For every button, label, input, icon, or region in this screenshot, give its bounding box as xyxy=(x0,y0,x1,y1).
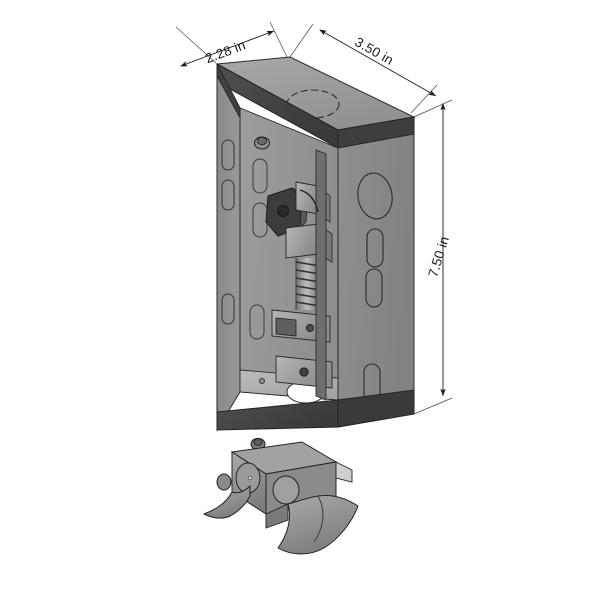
clamp-knob-icon xyxy=(272,475,300,505)
dimension-height-7-50in: 7.50 in xyxy=(413,99,453,415)
terminal-block-1-contact xyxy=(275,317,297,337)
back-wall-slot-1-icon xyxy=(252,158,268,194)
extension-line-depth-right xyxy=(269,21,288,58)
left-wall-slot-2-icon xyxy=(221,179,235,211)
clamp-front-boss-hole-icon xyxy=(247,475,253,481)
extension-line-height-bottom xyxy=(413,397,453,415)
bottom-rim-right-band xyxy=(337,389,415,428)
dimension-line-width xyxy=(319,29,437,97)
support-rail xyxy=(315,149,327,401)
clamp-prong-right-crease xyxy=(313,495,324,543)
clamp-side-pin-icon xyxy=(216,473,232,491)
clamp-prong-right xyxy=(277,495,359,555)
left-wall-slot-1-icon xyxy=(221,139,235,171)
left-wall-top-rim xyxy=(216,63,241,119)
rim-screw-bottom-icon xyxy=(250,437,266,451)
left-wall-slot-3-icon xyxy=(221,293,235,325)
right-face-large-oval-knockout-icon xyxy=(357,172,393,220)
box-bottom-rim-band xyxy=(216,389,415,431)
internal-switch-mechanism xyxy=(265,149,333,401)
switch-pivot-icon xyxy=(277,205,289,217)
actuator-bracket-upper xyxy=(295,181,319,215)
dimension-line-depth xyxy=(180,30,275,67)
left-wall-surface xyxy=(216,63,241,432)
right-face-surface xyxy=(337,116,415,428)
wire-lead xyxy=(299,189,319,213)
rim-screw-top-icon xyxy=(254,136,270,150)
top-rim-right-band xyxy=(337,116,415,149)
clamp-prong-left xyxy=(202,484,251,519)
clamp-web xyxy=(265,503,289,529)
clamp-right-tab xyxy=(335,461,353,483)
box-right-face xyxy=(337,116,415,428)
plunger-block xyxy=(285,223,319,259)
terminal-screw-3-icon xyxy=(299,367,309,377)
bottom-rim-front-band xyxy=(216,399,339,431)
right-face-slot-2-icon xyxy=(365,268,383,308)
extension-line-height-top xyxy=(413,99,453,118)
dimension-label-width: 3.50 in xyxy=(352,34,396,68)
back-wall-slot-2-icon xyxy=(252,202,268,238)
floor-plate-rivet-icon xyxy=(258,377,265,384)
right-face-slot-1-icon xyxy=(366,228,384,268)
rim-screws xyxy=(250,136,270,451)
box-left-wall xyxy=(216,63,241,432)
dimension-label-height: 7.50 in xyxy=(425,234,452,278)
back-wall-slot-3-icon xyxy=(249,304,265,340)
extension-line-width-left xyxy=(289,23,314,58)
terminal-screw-1-icon xyxy=(305,323,314,332)
box-top-rim-band xyxy=(216,63,415,149)
mounting-clamp-assembly xyxy=(202,441,359,555)
